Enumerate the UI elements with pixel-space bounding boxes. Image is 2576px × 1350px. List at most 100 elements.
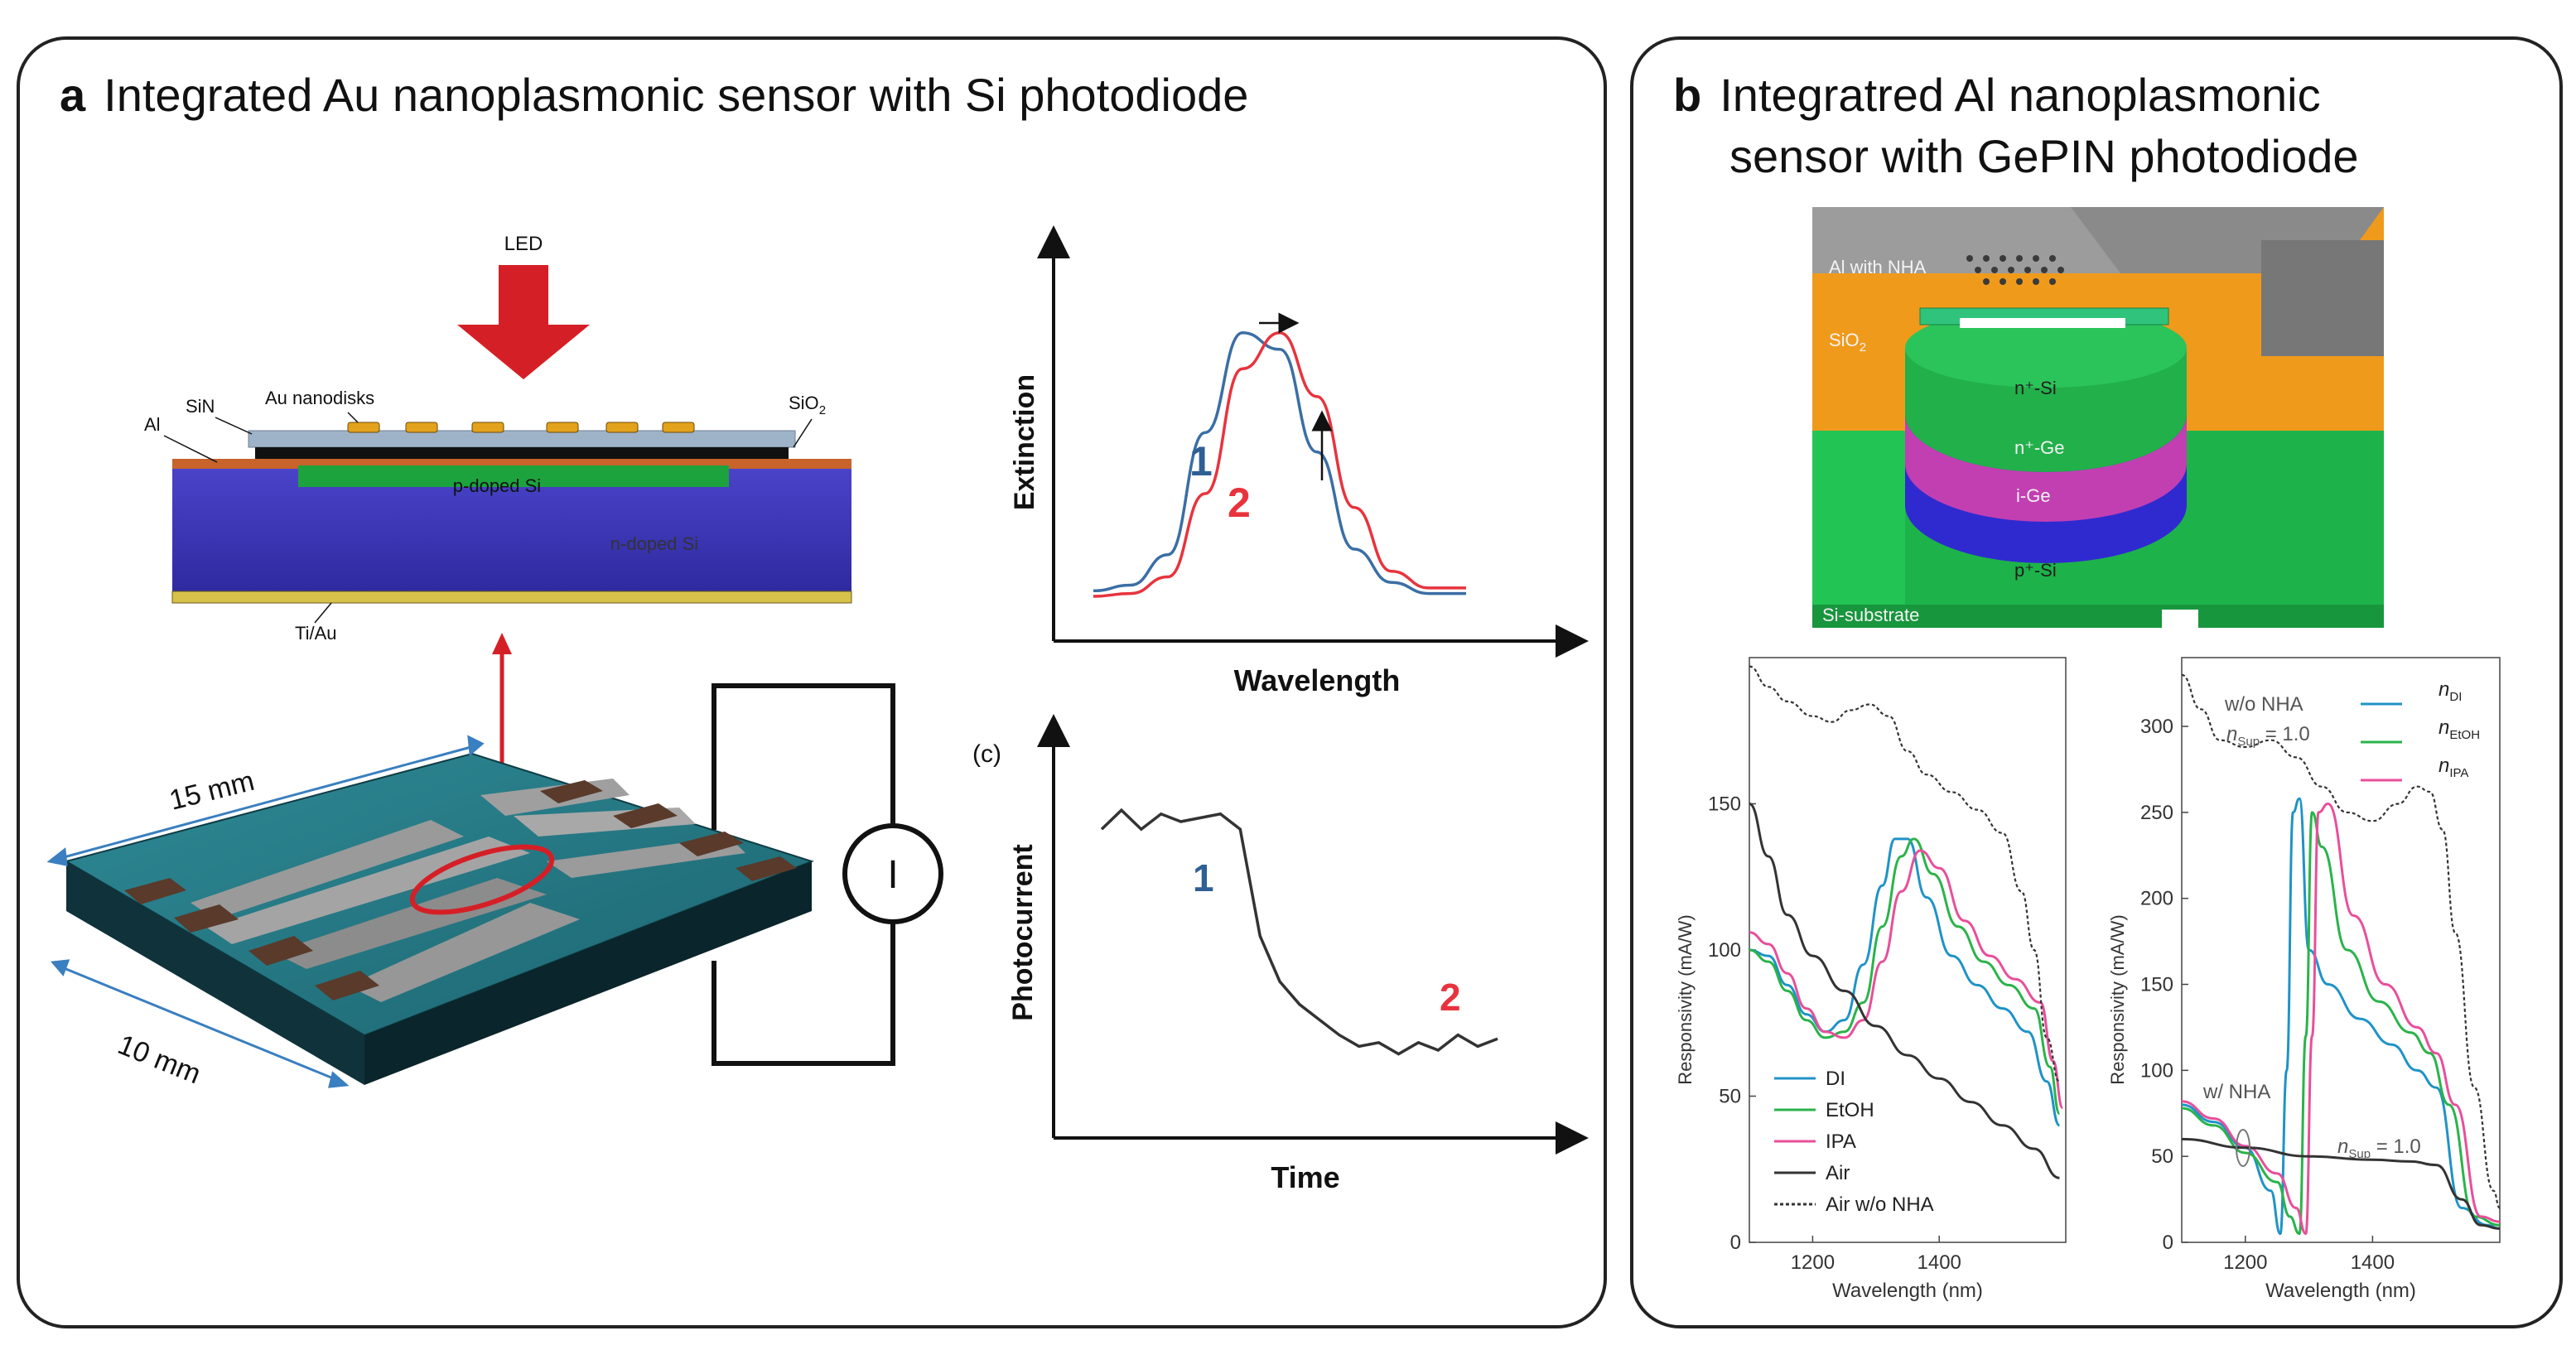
legend-label: nIPA (2439, 755, 2468, 780)
render-sio2-label: SiO2 (1829, 330, 1866, 354)
extinction-ylabel: Extinction (1009, 374, 1040, 510)
series-line (2181, 802, 2501, 1236)
legend-label: EtOH (1826, 1099, 1874, 1121)
device-cross-section: p-doped Si n-doped Si (171, 422, 852, 604)
au-nanodisk (471, 422, 504, 433)
panel-a (17, 36, 1607, 1328)
au-nanodisk (662, 422, 695, 433)
p-doped-label: p-doped Si (453, 475, 541, 496)
plot-annotation: w/o NHA (2224, 693, 2303, 716)
y-tick-label: 0 (1730, 1232, 1741, 1254)
p-si-label: p⁺-Si (2014, 560, 2057, 581)
extinction-xlabel: Wavelength (1234, 663, 1401, 697)
series-line (1749, 837, 2061, 1127)
au-nanodisks-label: Au nanodisks (265, 388, 374, 408)
p-doped-si (298, 465, 729, 487)
plot-annotation: nSup = 1.0 (2337, 1135, 2421, 1161)
panel-b-title-line1: Integratred Al nanoplasmonic (1720, 69, 2321, 121)
panel-b-letter: b (1673, 69, 1702, 121)
extinction-curve-1 (1093, 330, 1466, 595)
y-tick-label: 50 (2151, 1145, 2173, 1168)
nha-holes (1966, 255, 2064, 285)
n-doped-si (172, 469, 851, 591)
i-ge-label: i-Ge (2016, 485, 2051, 506)
panel-a-title-text: Integrated Au nanoplasmonic sensor with … (104, 69, 1249, 121)
series-line (1749, 803, 2060, 1179)
n-ge-layer (1905, 414, 2187, 522)
legend-label: nDI (2439, 678, 2462, 704)
extinction-plot: 1 2 Extinction Wavelength (1009, 225, 1589, 697)
plot-frame (1749, 657, 2067, 1243)
legend-label: Air w/o NHA (1826, 1193, 1934, 1216)
x-tick-label: 1400 (2351, 1251, 2395, 1274)
sensor-highlight (409, 844, 555, 915)
legend-label: Air (1826, 1162, 1850, 1184)
series-line (2181, 1137, 2501, 1230)
au-nanodisk (347, 422, 380, 433)
circuit (712, 683, 895, 1066)
panel-b-title: b Integratred Al nanoplasmonic (1673, 68, 2321, 123)
y-tick-label: 150 (2140, 974, 2173, 996)
sio2-label: SiO2 (789, 393, 826, 417)
plot-annotation: w/ NHA (2202, 1081, 2270, 1103)
led-arrow (457, 265, 590, 379)
photocurrent-curve (1100, 808, 1498, 1056)
plot-frame (2181, 657, 2501, 1243)
n-doped-label: n-doped Si (610, 533, 698, 554)
sio2-layer (255, 447, 789, 459)
series-line (2181, 797, 2501, 1236)
sin-label: SiN (186, 396, 215, 417)
dimension-arrows (46, 735, 485, 1088)
y-tick-label: 100 (1708, 939, 1741, 962)
series-line (1749, 665, 2061, 1082)
panel-a-figure: LED p-doped Si n-doped Si Au nanodisks S… (46, 225, 1589, 1194)
series-line (1749, 837, 2061, 1116)
y-tick-label: 100 (2140, 1059, 2173, 1082)
x-axis-label: Wavelength (nm) (1832, 1280, 1983, 1302)
panel-a-letter: a (60, 69, 86, 121)
photocurrent-ylabel: Photocurrent (1007, 844, 1039, 1020)
x-tick-label: 1200 (1791, 1251, 1835, 1274)
panel-a-title: a Integrated Au nanoplasmonic sensor with… (60, 68, 1248, 123)
panel-b-title-line2: sensor with GePIN photodiode (1729, 130, 2359, 182)
device-chip (64, 752, 815, 1085)
w-nha-marker (2236, 1129, 2250, 1167)
legend-label: nEtOH (2439, 716, 2480, 742)
au-nanodisk (405, 422, 438, 433)
al-label: Al (144, 414, 161, 435)
x-tick-label: 1200 (2223, 1251, 2267, 1274)
n-si-label: n⁺-Si (2014, 378, 2057, 398)
x-tick-label: 1400 (1918, 1251, 1961, 1274)
y-tick-label: 300 (2140, 716, 2173, 738)
au-nanodisk (605, 422, 639, 433)
series-line (2181, 673, 2501, 1209)
photocurrent-label-2: 2 (1440, 976, 1461, 1019)
y-tick-label: 50 (1719, 1086, 1741, 1108)
x-axis-label: Wavelength (nm) (2265, 1280, 2416, 1302)
tiau-layer (171, 591, 852, 604)
light-path-arrowhead (492, 633, 512, 654)
n-ge-label: n⁺-Ge (2014, 437, 2065, 458)
al-nha-label: Al with NHA (1829, 257, 1927, 277)
legend-label: DI (1826, 1068, 1845, 1090)
ammeter (842, 823, 943, 924)
photocurrent-plot: (c) 1 2 Photocurrent Time (972, 714, 1589, 1194)
series-line (2181, 811, 2501, 1236)
photocurrent-xlabel: Time (1271, 1160, 1339, 1194)
legend-label: IPA (1826, 1131, 1856, 1153)
gepin-render: Al with NHA SiO2 n⁺-Si n⁺-Ge i-Ge p⁺-Si … (1812, 207, 2384, 628)
led-label: LED (504, 233, 543, 255)
y-tick-label: 250 (2140, 802, 2173, 824)
extinction-curve-1-label: 1 (1189, 438, 1213, 485)
ammeter-label: I (887, 853, 898, 897)
extinction-curve-2-label: 2 (1228, 480, 1251, 526)
y-tick-label: 200 (2140, 888, 2173, 910)
substrate-label: Si-substrate (1822, 605, 1919, 625)
photocurrent-label-1: 1 (1193, 856, 1214, 899)
au-nanodisk (546, 422, 579, 433)
y-tick-label: 150 (1708, 793, 1741, 816)
y-axis-label: Responsivity (mA/W) (1675, 914, 1696, 1084)
